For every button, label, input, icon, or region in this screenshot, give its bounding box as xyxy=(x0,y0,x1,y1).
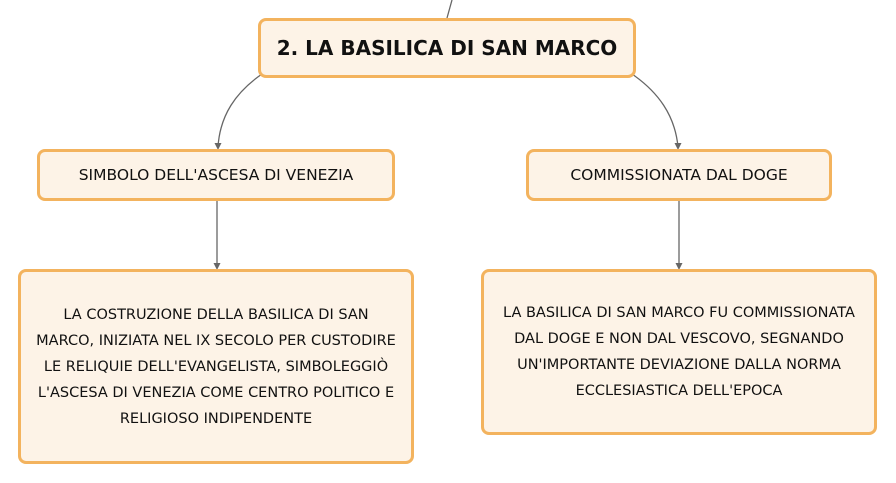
root-topic-node[interactable]: 2. LA BASILICA DI SAN MARCO xyxy=(258,18,636,78)
right-detail-text: LA BASILICA DI SAN MARCO FU COMMISSIONAT… xyxy=(503,305,855,399)
right-subtopic-label: COMMISSIONATA DAL DOGE xyxy=(570,166,788,184)
left-subtopic-label: SIMBOLO DELL'ASCESA DI VENEZIA xyxy=(78,166,354,184)
connector-parent-to-root xyxy=(446,0,453,19)
left-detail-node[interactable]: LA COSTRUZIONE DELLA BASILICA DI SAN MAR… xyxy=(18,269,414,464)
connector-root-to-right-title xyxy=(631,73,679,148)
connector-root-to-left-title xyxy=(217,73,263,148)
left-detail-text: LA COSTRUZIONE DELLA BASILICA DI SAN MAR… xyxy=(36,306,396,427)
arrowhead xyxy=(675,263,683,270)
root-topic-label: 2. LA BASILICA DI SAN MARCO xyxy=(276,36,618,60)
right-subtopic-node[interactable]: COMMISSIONATA DAL DOGE xyxy=(526,149,832,201)
arrowhead xyxy=(213,263,221,270)
arrowhead xyxy=(674,143,682,150)
right-detail-node[interactable]: LA BASILICA DI SAN MARCO FU COMMISSIONAT… xyxy=(481,269,877,435)
arrowhead xyxy=(214,143,222,150)
left-subtopic-node[interactable]: SIMBOLO DELL'ASCESA DI VENEZIA xyxy=(37,149,395,201)
